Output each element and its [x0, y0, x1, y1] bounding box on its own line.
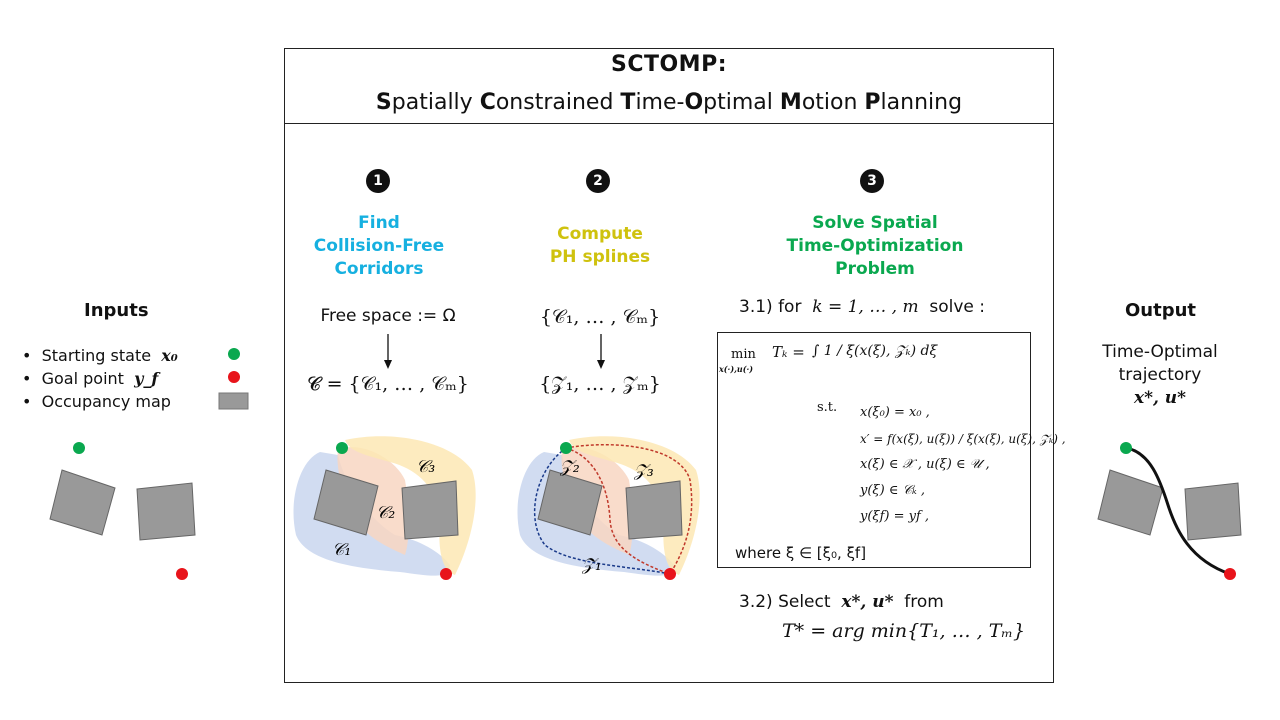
input-item-start: • Starting state x₀: [22, 346, 178, 365]
step-3-2-expr: T* = arg min{T₁, … , Tₘ}: [782, 620, 1026, 642]
input-goal-dot: [176, 568, 188, 580]
spline-3: [565, 443, 693, 575]
step-3-1-line: 3.1) for k = 1, … , m solve :: [739, 297, 986, 317]
step-3-2-line: 3.2) Select x*, u* from: [739, 592, 944, 612]
formula-objective-rhs: ∫ 1 / ξ̇(x(ξ), 𝒵ₖ) dξ: [812, 343, 938, 359]
step-3-badge: 3: [860, 169, 884, 193]
input-obstacle-1: [49, 469, 116, 536]
output-heading: Output: [1125, 300, 1197, 321]
step-1-goal-dot: [440, 568, 452, 580]
inputs-list: • Starting state x₀ • Goal point y_f • O…: [22, 344, 178, 413]
step-1-badge: 1: [366, 169, 390, 193]
step-2-arrow-head: [597, 360, 605, 369]
formula-min-sub: x(·),u(·): [719, 364, 754, 374]
step-2-start-dot: [560, 442, 572, 454]
output-trajectory: [1125, 446, 1231, 576]
spline-1-label: 𝒵₁: [581, 555, 602, 575]
optimization-formula-box: [717, 332, 1031, 568]
legend-gray-square: [218, 392, 249, 410]
step-2-goal-dot: [664, 568, 676, 580]
corridor-2-label: 𝒞₂: [376, 503, 395, 523]
spline-1: [533, 447, 671, 575]
legend-red-dot: [228, 371, 240, 383]
output-obstacle-2: [1184, 482, 1242, 541]
formula-where: where ξ ∈ [ξ₀, ξf]: [735, 544, 867, 562]
constraint-bounds: x(ξ) ∈ 𝒳 , u(ξ) ∈ 𝒰 ,: [860, 457, 990, 472]
main-frame: [284, 48, 1054, 683]
step-1-corridor-set: 𝓒 = {𝒞₁, … , 𝒞ₘ}: [307, 373, 469, 395]
output-map: [1097, 442, 1242, 580]
legend-green-dot: [228, 348, 240, 360]
corridor-3-label: 𝒞₃: [416, 457, 435, 477]
step-1-arrow-head: [384, 360, 392, 369]
input-item-map: • Occupancy map: [22, 392, 171, 411]
diagram-title: SCTOMP:: [610, 52, 727, 77]
spline-2-label: 𝒵₂: [559, 457, 580, 477]
input-start-dot: [73, 442, 85, 454]
step-1-map: 𝒞₁ 𝒞₂ 𝒞₃: [293, 436, 476, 580]
output-description: Time-Optimal trajectory x*, u*: [1102, 342, 1218, 408]
step-2-obstacle-1: [537, 469, 603, 536]
formula-objective-lhs: Tₖ =: [772, 343, 805, 361]
corridor-3: [345, 436, 476, 575]
output-goal-dot: [1224, 568, 1236, 580]
formula-st: s.t.: [817, 400, 838, 415]
step-2-obstacle-2: [625, 480, 683, 540]
step-1-free-space: Free space := Ω: [320, 306, 456, 326]
spline-2: [565, 447, 671, 575]
step-2-corridor-3: [569, 436, 700, 575]
spline-3-label: 𝒵₃: [633, 461, 654, 481]
step-1-obstacle-2: [401, 480, 459, 540]
input-item-goal: • Goal point y_f: [22, 369, 159, 388]
constraint-dynamics: x′ = f(x(ξ), u(ξ)) / ξ̇(x(ξ), u(ξ), 𝒵ₖ) …: [860, 432, 1066, 446]
step-1-obstacle-1: [313, 469, 379, 536]
output-start-dot: [1120, 442, 1132, 454]
input-obstacle-2: [136, 482, 196, 541]
step-2-spline-set: {𝒵₁, … , 𝒵ₘ}: [539, 373, 661, 395]
inputs-heading: Inputs: [84, 300, 149, 321]
output-obstacle-1: [1097, 469, 1164, 536]
constraint-initial: x(ξ₀) = x₀ ,: [860, 405, 930, 420]
constraint-goal: y(ξf) = yf ,: [860, 509, 930, 524]
formula-min: min: [731, 347, 756, 362]
constraint-corridor: y(ξ) ∈ 𝒞ₖ ,: [860, 483, 926, 498]
step-2-corridor-set: {𝒞₁, … , 𝒞ₘ}: [539, 306, 661, 328]
corridor-1-label: 𝒞₁: [332, 540, 351, 560]
step-2-map: 𝒵₁ 𝒵₂ 𝒵₃: [517, 436, 700, 580]
step-2-badge: 2: [586, 169, 610, 193]
step-1-start-dot: [336, 442, 348, 454]
diagram-subtitle: Spatially Constrained Time-Optimal Motio…: [375, 90, 963, 115]
formula-constraints: x(ξ₀) = x₀ , x′ = f(x(ξ), u(ξ)) / ξ̇(x(ξ…: [860, 400, 1066, 530]
title-divider: [284, 123, 1054, 124]
